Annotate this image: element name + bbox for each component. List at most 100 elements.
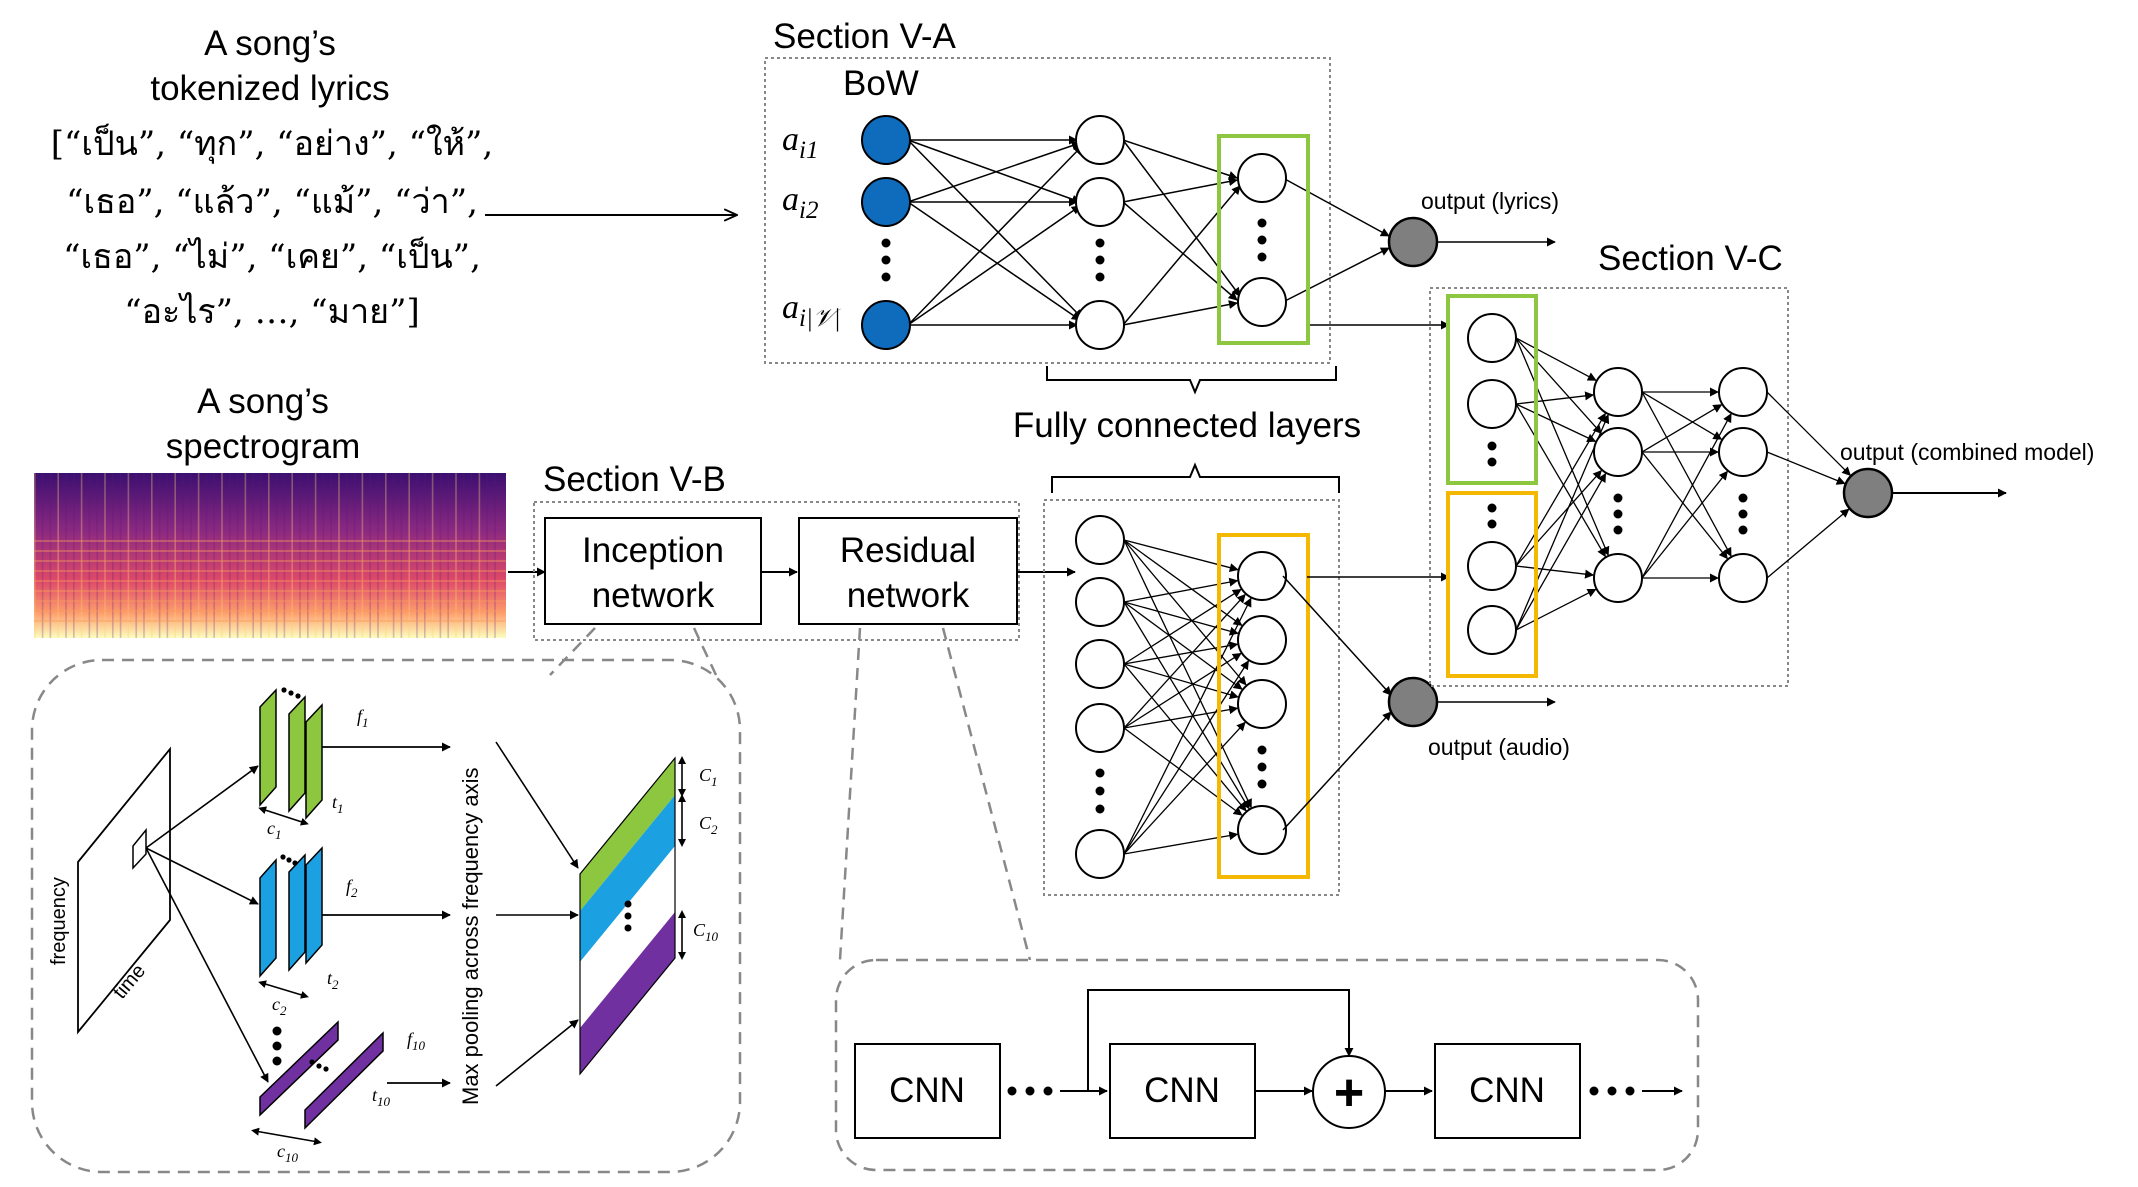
lyrics-tokens-line2: “เธอ”, “แล้ว”, “แม้”, “ว่า”, <box>66 182 478 222</box>
filter-t2-label: t2 <box>327 968 339 992</box>
hidden-node <box>1718 367 1768 417</box>
section-a-hidden1 <box>1075 115 1125 350</box>
section-a-title: Section V-A <box>773 17 957 56</box>
ellipsis-dots <box>1095 238 1105 282</box>
output-combined-label: output (combined model) <box>1840 439 2094 465</box>
lyrics-block: A song’s tokenized lyrics [“เป็น”, “ทุก”… <box>51 24 493 332</box>
residual-network-box <box>798 517 1018 625</box>
bow-input-node-3 <box>861 300 911 350</box>
spectrogram-image <box>34 473 506 638</box>
filter-f10-label: f10 <box>407 1029 426 1053</box>
filter-f1-label: f1 <box>357 706 369 730</box>
bow-input-node-1 <box>861 115 911 165</box>
lyrics-title-line1: A song’s <box>204 24 336 63</box>
filter-t10-label: t10 <box>372 1085 391 1109</box>
ellipsis-dots <box>1095 768 1105 814</box>
ellipsis-dots <box>1487 441 1497 529</box>
cnn-block-3-label: CNN <box>1469 1071 1545 1110</box>
ellipsis-dots <box>1007 1086 1053 1096</box>
output-combined-node <box>1842 467 1894 519</box>
ellipsis-dots <box>881 238 891 282</box>
residual-zoom-line-right <box>941 627 1032 961</box>
section-a-edges <box>907 135 1556 330</box>
inception-detail: frequency time f1 t1 c1 f2 t2 c2 <box>48 687 719 1165</box>
combined-hidden2 <box>1718 367 1768 603</box>
section-c-title: Section V-C <box>1598 239 1783 278</box>
section-a-input-nodes <box>861 115 911 350</box>
lyrics-title-line2: tokenized lyrics <box>150 69 389 108</box>
add-symbol: + <box>1334 1064 1364 1122</box>
output-lyrics-label: output (lyrics) <box>1421 188 1559 214</box>
input-label-1: ai1 <box>782 121 818 164</box>
green-filter-stack <box>259 687 323 820</box>
cnn-block-2-label: CNN <box>1144 1071 1220 1110</box>
hidden-node <box>1237 805 1287 855</box>
ellipsis-dots <box>624 900 632 932</box>
hidden-node <box>1075 115 1125 165</box>
audio-fc-edges <box>1123 539 1252 855</box>
combined-hidden1 <box>1593 367 1643 603</box>
hidden-node <box>1075 300 1125 350</box>
ellipsis-dots <box>1589 1086 1635 1096</box>
filter-c2-label: c2 <box>272 994 287 1018</box>
filter-c1-label: c1 <box>267 818 282 842</box>
section-b-title: Section V-B <box>543 460 726 499</box>
hidden-node <box>1075 639 1125 689</box>
pool-to-output-arrows <box>495 741 579 1087</box>
hidden-node <box>1237 679 1287 729</box>
hidden-node <box>1467 313 1517 363</box>
hidden-node <box>1237 277 1287 327</box>
pooled-output <box>579 756 676 1076</box>
residual-zoom-line-left <box>838 627 862 961</box>
output-audio-node <box>1387 676 1439 728</box>
blue-filter-width-arrow <box>258 980 309 999</box>
audio-hidden2 <box>1237 551 1287 855</box>
hidden-node <box>1718 553 1768 603</box>
inception-label-line1: Inception <box>582 531 724 570</box>
section-a-box <box>764 57 1331 364</box>
cnn-block-3 <box>1434 1043 1581 1139</box>
input-label-3: ai|𝒱| <box>782 289 842 332</box>
input-label-2: ai2 <box>782 181 818 224</box>
audio-to-output-edges <box>1282 572 1556 831</box>
hidden-node <box>1075 515 1125 565</box>
inception-zoom-line-right <box>692 627 718 676</box>
combined-lyrics-box <box>1446 294 1538 485</box>
spectrogram-block: A song’s spectrogram <box>34 382 506 638</box>
inception-zoom-line-left <box>549 627 596 676</box>
hidden-node <box>1467 541 1517 591</box>
combined-audio-box <box>1446 491 1538 678</box>
hidden-node <box>1593 553 1643 603</box>
inception-network-box <box>544 517 762 625</box>
hidden-node <box>1075 177 1125 227</box>
lyrics-tokens-line3: “เธอ”, “ไม่”, “เคย”, “เป็น”, <box>63 236 481 277</box>
combined-input-nodes <box>1467 313 1517 655</box>
out-c10-label: C10 <box>693 920 719 944</box>
spectrogram-texture <box>34 473 506 638</box>
out-c1-label: C1 <box>699 765 718 789</box>
ellipsis-dots <box>281 687 301 699</box>
output-lyrics-node <box>1387 216 1439 268</box>
residual-label-line1: Residual <box>840 531 976 570</box>
fc-brace-top <box>1046 366 1337 395</box>
hidden-node <box>1237 153 1287 203</box>
out-c2-label: C2 <box>699 813 718 837</box>
hidden-node <box>1593 427 1643 477</box>
cnn-block-1-label: CNN <box>889 1071 965 1110</box>
section-a-hidden2 <box>1237 153 1287 327</box>
filter-f2-label: f2 <box>346 876 358 900</box>
section-a-input-labels: ai1 ai2 ai|𝒱| <box>782 121 842 332</box>
bow-input-node-2 <box>861 177 911 227</box>
filter-c10-label: c10 <box>277 1141 299 1165</box>
fc-brace-bottom <box>1051 462 1340 493</box>
frequency-axis-label: frequency <box>48 877 70 965</box>
lyrics-tokens-line1: [“เป็น”, “ทุก”, “อย่าง”, “ให้”, <box>51 123 493 164</box>
blue-filter-stack <box>259 846 323 978</box>
audio-hidden1 <box>1075 515 1125 879</box>
bow-label: BoW <box>843 64 919 103</box>
hidden-node <box>1718 427 1768 477</box>
purple-filter-stack <box>259 1020 384 1130</box>
green-filter-width-arrow <box>258 806 309 826</box>
ellipsis-dots <box>1257 218 1267 262</box>
